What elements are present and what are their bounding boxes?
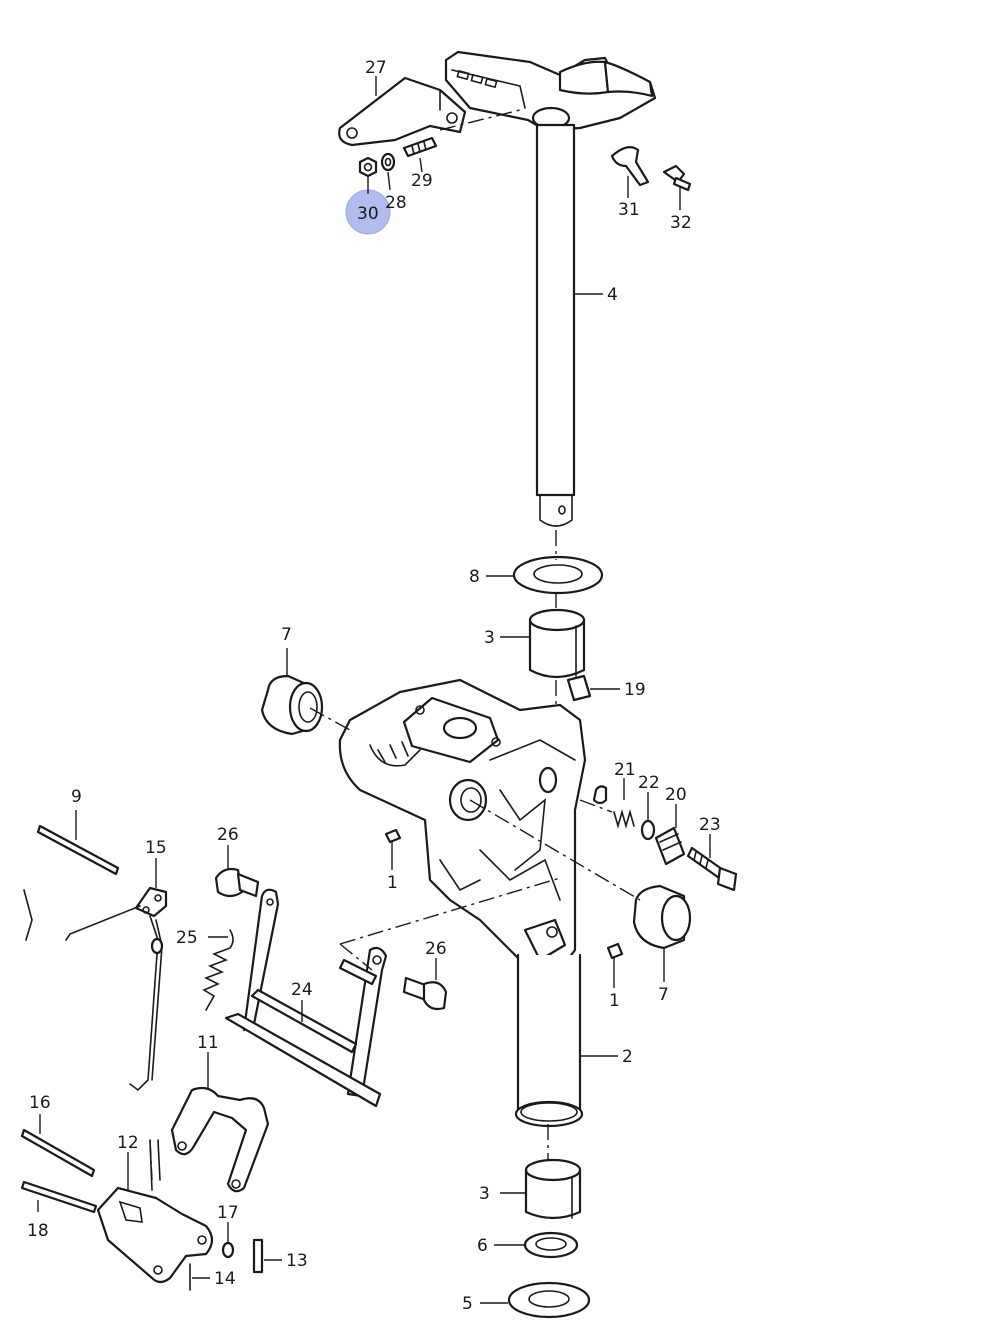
part-9-rod xyxy=(36,824,120,876)
label-1-upper: 1 xyxy=(387,873,398,893)
label-8: 8 xyxy=(469,567,480,587)
part-22-washer xyxy=(640,819,656,841)
label-9: 9 xyxy=(71,787,82,807)
part-23-bolt xyxy=(686,846,738,892)
label-22: 22 xyxy=(638,773,660,793)
assembly-centerlines xyxy=(149,109,641,1181)
label-26-left: 26 xyxy=(217,825,239,845)
part-30-nut xyxy=(358,156,378,178)
part-21-spring xyxy=(613,809,635,829)
part-20-knob xyxy=(654,826,686,866)
label-13: 13 xyxy=(286,1251,308,1271)
part-5-washer xyxy=(507,1281,591,1319)
label-5: 5 xyxy=(462,1294,473,1314)
label-24: 24 xyxy=(291,980,313,1000)
part-7-left-bushing xyxy=(260,674,324,736)
part-19-pad xyxy=(566,674,592,702)
part-6-washer xyxy=(523,1231,579,1259)
label-3-upper: 3 xyxy=(484,628,495,648)
part-15-lever xyxy=(65,886,168,1092)
swivel-bracket-body xyxy=(338,678,608,972)
label-3-lower: 3 xyxy=(479,1184,490,1204)
label-7-right: 7 xyxy=(658,985,669,1005)
part-25-spring xyxy=(202,929,234,1011)
label-4: 4 xyxy=(607,285,618,305)
part-29-bolt xyxy=(402,136,438,158)
label-11: 11 xyxy=(197,1033,219,1053)
label-20: 20 xyxy=(665,785,687,805)
label-16: 16 xyxy=(29,1093,51,1113)
label-18: 18 xyxy=(27,1221,49,1241)
label-7-left: 7 xyxy=(281,625,292,645)
part-8-washer xyxy=(512,555,604,595)
label-1-lower: 1 xyxy=(609,991,620,1011)
label-31: 31 xyxy=(618,200,640,220)
label-19: 19 xyxy=(624,680,646,700)
label-12: 12 xyxy=(117,1133,139,1153)
part-4-steering-shaft xyxy=(444,50,657,527)
label-17: 17 xyxy=(217,1203,239,1223)
label-32: 32 xyxy=(670,213,692,233)
part-26-left-bolt xyxy=(214,867,260,898)
part-24-tilt-lever xyxy=(224,888,388,1108)
label-2: 2 xyxy=(622,1047,633,1067)
label-15: 15 xyxy=(145,838,167,858)
label-29: 29 xyxy=(411,171,433,191)
label-6: 6 xyxy=(477,1236,488,1256)
part-1-grease-nipple-upper xyxy=(384,828,402,844)
part-3-upper-bushing xyxy=(528,608,586,679)
label-28: 28 xyxy=(385,193,407,213)
label-27: 27 xyxy=(365,58,387,78)
part-18-rod xyxy=(20,1180,98,1214)
part-labels: 27 28 29 30 31 32 4 8 3 19 7 21 22 20 23… xyxy=(27,58,721,1314)
part-16-rod xyxy=(20,1128,96,1178)
label-25: 25 xyxy=(176,928,198,948)
leader-lines xyxy=(37,76,711,1304)
label-21: 21 xyxy=(614,760,636,780)
part-2-lower-tube xyxy=(514,953,584,1128)
part-26-right-bolt xyxy=(402,976,448,1011)
part-11-spring-clip xyxy=(170,1086,270,1193)
partial-part-left-edge xyxy=(23,889,33,941)
part-27-bracket xyxy=(338,76,467,147)
part-7-right-bushing xyxy=(632,884,692,950)
part-1-grease-nipple-lower xyxy=(606,942,624,960)
part-32-screw xyxy=(662,164,692,192)
part-28-washer xyxy=(380,152,396,172)
label-30: 30 xyxy=(357,204,379,224)
part-13-pin xyxy=(252,1238,264,1274)
part-31-clip xyxy=(610,145,650,187)
part-17-washer xyxy=(221,1241,235,1259)
label-23: 23 xyxy=(699,815,721,835)
part-12-lever-bracket xyxy=(96,1139,214,1284)
label-14: 14 xyxy=(214,1269,236,1289)
part-3-lower-bushing xyxy=(524,1158,582,1220)
label-26-right: 26 xyxy=(425,939,447,959)
